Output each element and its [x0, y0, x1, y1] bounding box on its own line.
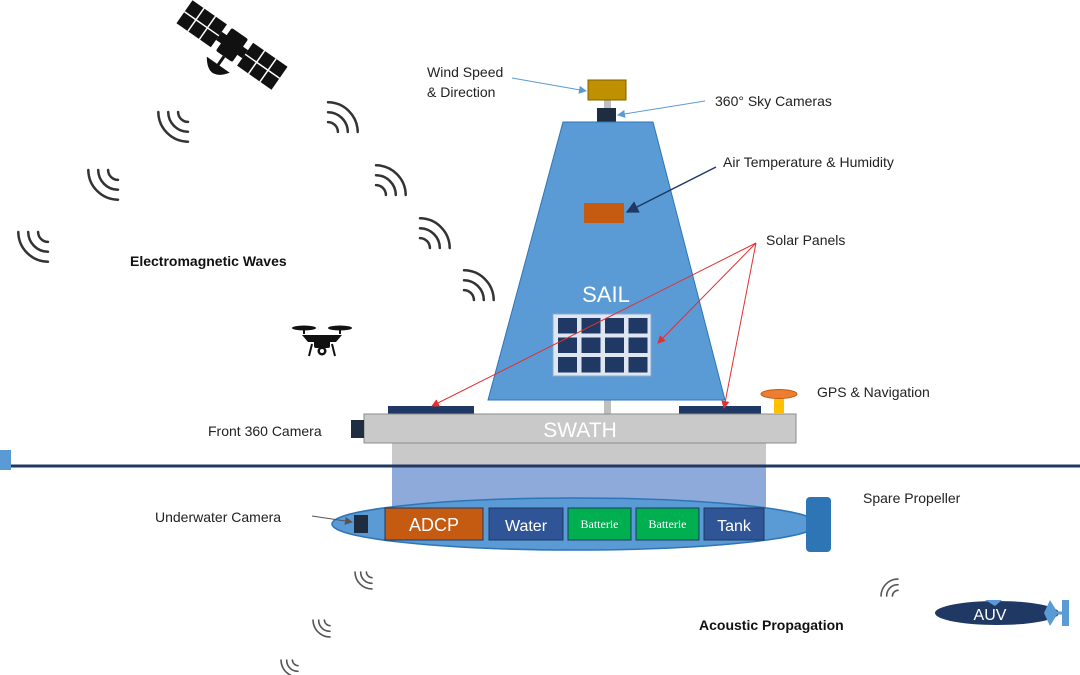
solar-cell: [605, 357, 624, 373]
sail: [487, 121, 726, 401]
buoy-marker: [0, 450, 11, 470]
hull-component-label: Tank: [717, 518, 752, 535]
underwater-camera: [354, 515, 368, 533]
hull-component-label: ADCP: [409, 515, 459, 535]
gps-mount: [774, 396, 784, 414]
solar-arrows: [431, 242, 757, 409]
solar-cell: [558, 337, 577, 353]
hull-component-label: Batterie: [649, 517, 687, 531]
hull-component-tank: Tank: [703, 507, 765, 541]
air-temp-label: Air Temperature & Humidity: [723, 154, 894, 170]
solar-cell: [581, 337, 601, 353]
solar-cell: [558, 318, 577, 334]
strut-upper: [392, 442, 766, 466]
solar-cell: [628, 357, 648, 373]
acoustic-wave-icon: [312, 619, 331, 638]
electromagnetic-label: Electromagnetic Waves: [130, 253, 287, 269]
solar-cell: [581, 357, 601, 373]
hull-component-label: Water: [505, 518, 548, 535]
front-camera: [351, 420, 364, 438]
wave-icon: [157, 110, 190, 143]
gps-antenna: [760, 389, 798, 399]
auv: AUV: [935, 600, 1069, 626]
satellite-icon: [176, 0, 288, 90]
swath-label: SWATH: [543, 419, 617, 442]
solar-cell: [628, 337, 648, 353]
underwater-camera-arrow: [311, 515, 353, 525]
acoustic-wave-icon: [354, 571, 373, 590]
gps-label: GPS & Navigation: [817, 384, 930, 400]
sky-camera: [597, 108, 616, 122]
swath-deck: [363, 413, 797, 444]
deck-solar-right: [679, 406, 761, 415]
acoustic-wave-icon: [280, 659, 299, 675]
wave-icon: [374, 164, 407, 197]
wave-icon: [462, 269, 495, 302]
solar-panels-label: Solar Panels: [766, 232, 845, 248]
hull-component-label: Batterie: [581, 517, 619, 531]
wave-icon: [418, 217, 451, 250]
drone-icon: [292, 325, 352, 357]
solar-cell: [628, 318, 648, 334]
hull-component-water: Water: [488, 507, 564, 541]
solar-cell: [605, 318, 624, 334]
solar-cell: [558, 357, 577, 373]
solar-cell: [605, 337, 624, 353]
hull-component-batterie: Batterie: [635, 507, 700, 541]
wind-arrow: [511, 77, 587, 94]
underwater-camera-label: Underwater Camera: [155, 509, 281, 525]
spare-propeller-label: Spare Propeller: [863, 490, 961, 506]
wave-icon: [87, 168, 120, 201]
spare-propeller: [806, 497, 831, 552]
wave-icon: [17, 230, 50, 263]
acoustic-label: Acoustic Propagation: [699, 617, 844, 633]
hull-component-adcp: ADCP: [384, 507, 484, 541]
acoustic-wave-icon: [880, 578, 899, 597]
wave-icon: [326, 101, 359, 134]
wind-sensor: [587, 79, 627, 101]
sky-cameras-label: 360° Sky Cameras: [715, 93, 832, 109]
wind-label: Wind Speed & Direction: [427, 64, 507, 100]
auv-label: AUV: [974, 607, 1007, 624]
front-camera-label: Front 360 Camera: [208, 423, 322, 439]
air-temperature-sensor: [584, 203, 624, 223]
air-temp-arrow: [625, 166, 717, 213]
solar-panel-grid: [552, 313, 652, 377]
sky-camera-arrow: [617, 100, 706, 118]
hull-component-batterie: Batterie: [567, 507, 632, 541]
deck-solar-left: [388, 406, 474, 415]
sail-label: SAIL: [582, 282, 630, 307]
